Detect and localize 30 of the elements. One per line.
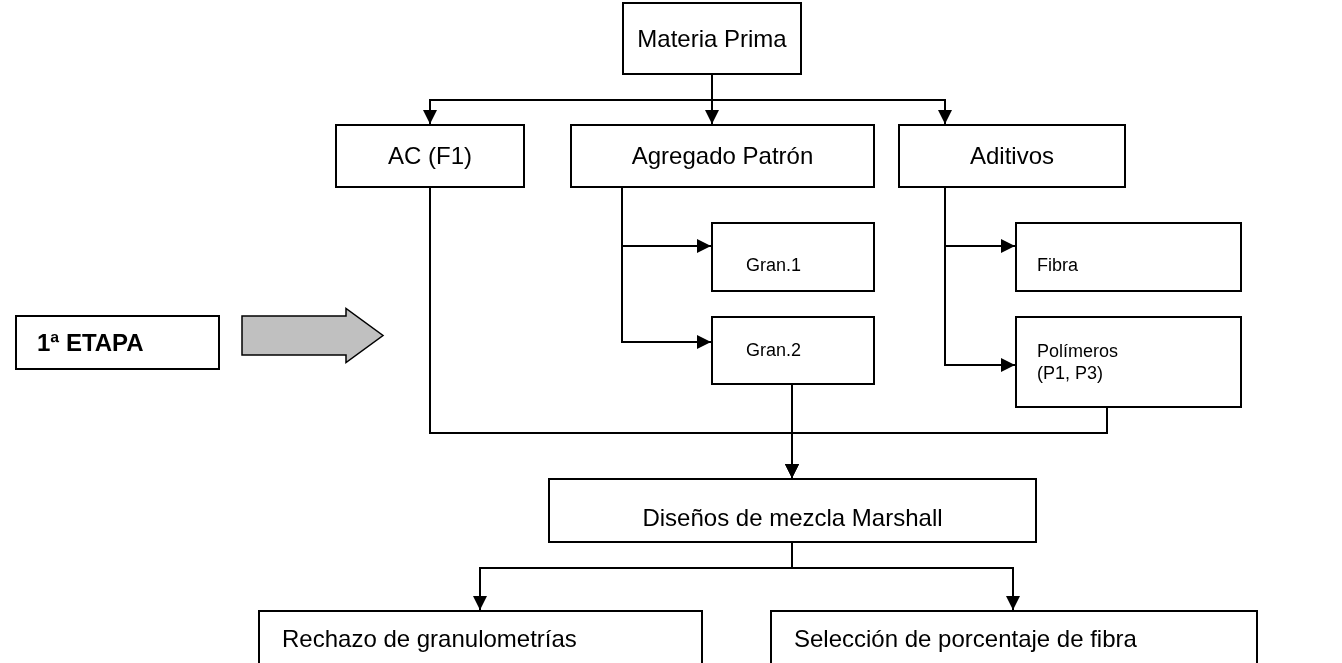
process-box — [1015, 316, 1242, 408]
node-label: 1ª ETAPA — [37, 328, 144, 358]
process-box — [548, 478, 1037, 543]
process-box — [711, 316, 875, 385]
node-label: Rechazo de granulometrías — [282, 624, 577, 654]
node-label: Diseños de mezcla Marshall — [642, 503, 943, 533]
arrow — [944, 187, 1016, 372]
node-label: Polímeros (P1, P3) — [1037, 339, 1120, 385]
process-box — [711, 222, 875, 292]
result-box — [770, 610, 1258, 663]
node-label: AC (F1) — [388, 141, 472, 171]
arrow — [785, 407, 1108, 479]
node-label: Gran.1 — [746, 253, 802, 276]
arrow — [621, 187, 712, 349]
node-label: Fibra — [1037, 253, 1078, 276]
arrow — [791, 542, 1020, 611]
arrow — [711, 74, 952, 125]
process-box — [570, 124, 875, 188]
node-label: Gran.2 — [746, 339, 802, 362]
node-label: Selección de porcentaje de fibra — [794, 624, 1137, 654]
node-label: Materia Prima — [637, 23, 787, 54]
process-box — [622, 2, 802, 75]
result-box — [258, 610, 703, 663]
process-box — [898, 124, 1126, 188]
node-label: Aditivos — [969, 141, 1054, 171]
block-arrow — [241, 307, 385, 364]
node-label: Agregado Patrón — [631, 141, 814, 171]
process-box — [1015, 222, 1242, 292]
stage-box — [15, 315, 220, 370]
process-box — [335, 124, 525, 188]
